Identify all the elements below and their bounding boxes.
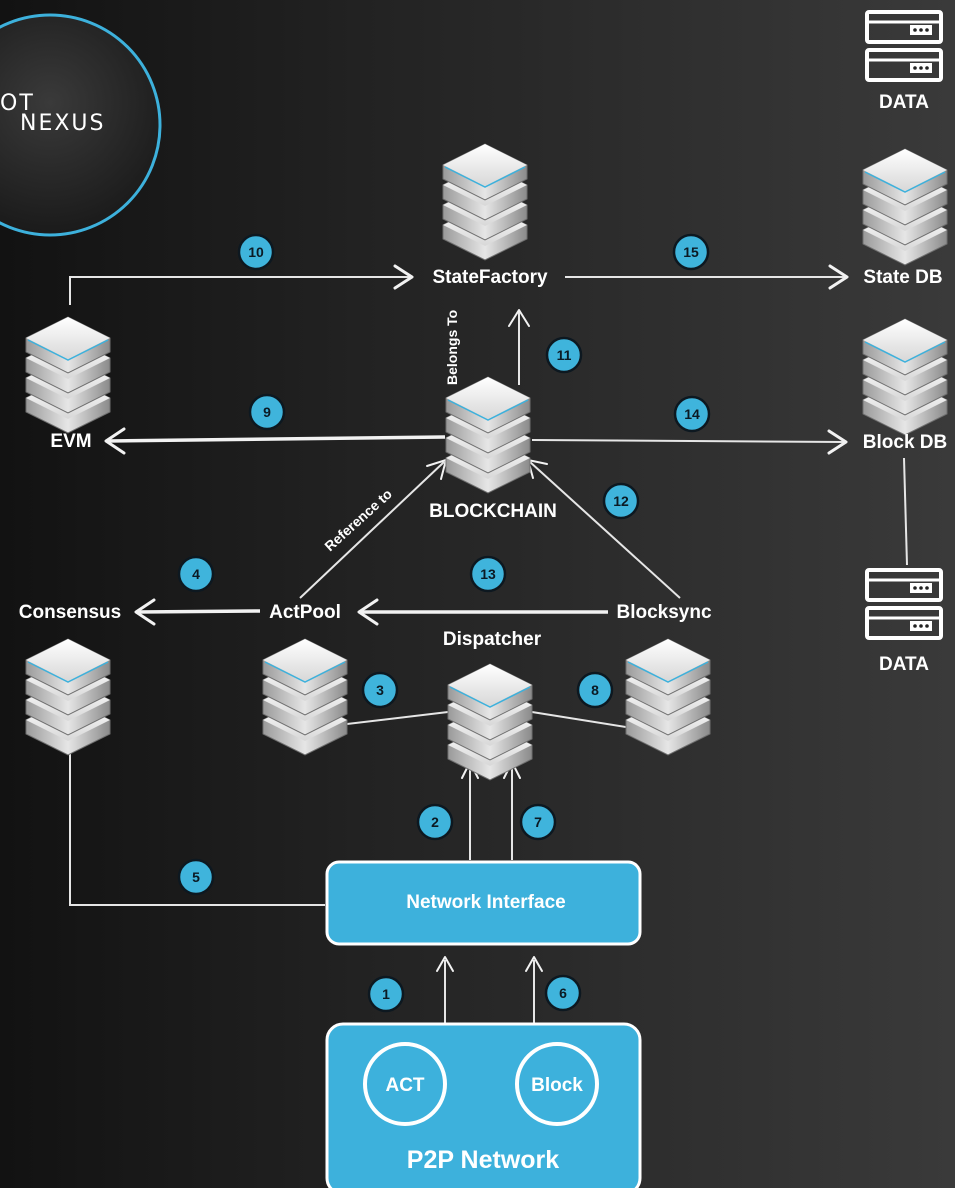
edge-blockdb-data [903,457,908,566]
logo: OT NEXUS [0,13,162,237]
blockdb-stack-icon [862,318,948,436]
statedb-stack-icon [862,148,948,266]
statefactory-stack-icon [442,143,528,261]
blockchain-stack-icon [445,376,531,494]
svg-text:15: 15 [683,244,699,260]
step-badges: 1 2 3 4 5 6 7 8 9 10 11 12 13 14 15 [177,233,711,1013]
blocksync-label: Blocksync [616,602,711,623]
step-badge-6: 6 [544,974,582,1012]
arrowhead-network-a [436,956,454,972]
arrowhead-statedb [828,264,849,290]
logo-right-text: NEXUS [20,111,106,136]
svg-text:11: 11 [557,347,572,363]
svg-text:1: 1 [382,986,390,1002]
arrowhead-up-statefactory [508,309,530,327]
actpool-label: ActPool [269,602,341,623]
belongs-to-label: Belongs To [444,310,460,385]
data-bottom-label: DATA [879,654,929,675]
step-badge-2: 2 [416,803,454,841]
svg-text:6: 6 [559,985,567,1001]
actpool-stack-icon [262,638,348,756]
step-badge-12: 12 [602,482,640,520]
block-circle [515,1042,599,1126]
step-badge-7: 7 [519,803,557,841]
step-badge-9: 9 [248,393,286,431]
svg-text:8: 8 [591,682,599,698]
connectors [69,264,908,1025]
evm-label: EVM [50,431,91,452]
arrowhead-statefactory [393,264,414,290]
step-badge-5: 5 [177,858,215,896]
step-badge-14: 14 [673,395,711,433]
step-badge-8: 8 [576,671,614,709]
consensus-stack-icon [25,638,111,756]
svg-text:2: 2 [431,814,439,830]
network-interface-label: Network Interface [406,892,565,913]
edge-blocksync-blockchain [529,461,681,599]
svg-text:4: 4 [192,566,200,582]
edge-blockchain-evm [107,435,446,443]
p2p-network-box: ACT Block P2P Network [325,1022,642,1188]
step-badge-10: 10 [237,233,275,271]
blockdb-label: Block DB [863,432,947,453]
svg-text:13: 13 [480,566,496,582]
statefactory-label: StateFactory [432,267,548,288]
act-label: ACT [385,1075,424,1096]
edge-blockchain-blockdb [531,439,845,443]
blocksync-stack-icon [625,638,711,756]
svg-text:14: 14 [684,406,700,422]
network-interface-rect [325,860,642,946]
dispatcher-label: Dispatcher [443,629,542,650]
svg-text:9: 9 [263,404,271,420]
consensus-label: Consensus [19,602,121,623]
step-badge-4: 4 [177,555,215,593]
act-circle [363,1042,447,1126]
step-badge-3: 3 [361,671,399,709]
data-bottom-rack-icon [865,568,943,640]
step-badge-13: 13 [469,555,507,593]
edge-consensus-network [69,745,325,906]
logo-left-text: OT [0,91,35,116]
svg-text:12: 12 [613,493,629,509]
edge-actpool-blockchain [299,461,445,599]
svg-text:3: 3 [376,682,384,698]
data-top-label: DATA [879,92,929,113]
svg-text:10: 10 [248,244,264,260]
logo-circle [0,13,162,237]
step-badge-15: 15 [672,233,710,271]
svg-text:5: 5 [192,869,200,885]
edge-actpool-consensus [137,609,261,614]
blockchain-label: BLOCKCHAIN [429,501,557,522]
evm-stack-icon [25,316,111,434]
statedb-label: State DB [863,267,942,288]
edge-evm-statefactory [69,276,410,305]
block-label: Block [531,1075,583,1096]
arrowhead-consensus [134,598,156,626]
p2p-network-label: P2P Network [407,1146,559,1174]
arrowhead-evm [104,427,126,455]
svg-text:7: 7 [534,814,542,830]
dispatcher-stack-icon [447,663,533,781]
network-interface-box: Network Interface [325,860,642,946]
edge-actpool-dispatcher [329,711,449,727]
arrowhead-network-b [525,956,543,972]
data-top-rack-icon [865,10,943,82]
arrowhead-blockdb [827,429,848,455]
step-badge-1: 1 [367,975,405,1013]
arrowhead-actpool [357,598,379,626]
step-badge-11: 11 [545,336,583,374]
